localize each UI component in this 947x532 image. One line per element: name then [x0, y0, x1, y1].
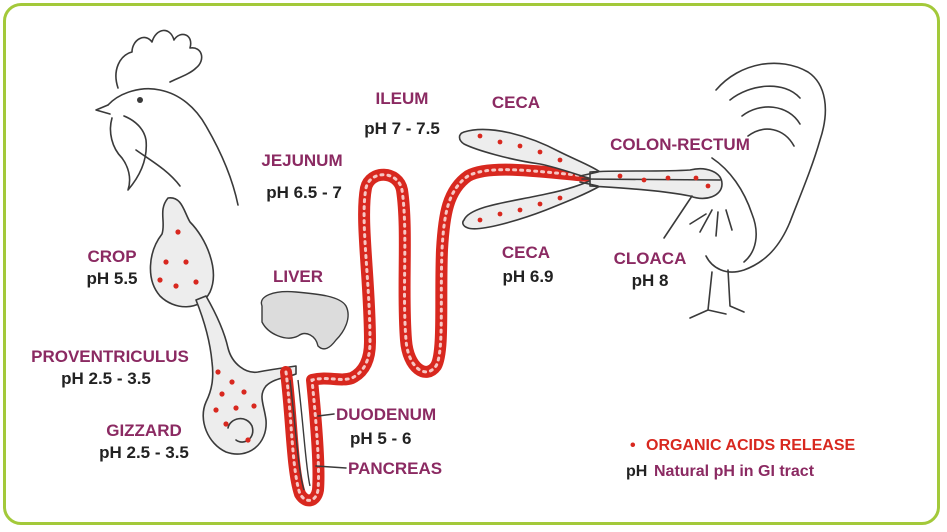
rooster-rear-drawing [689, 62, 827, 319]
cloaca-label: CLOACA [614, 249, 687, 268]
proventriculus-label: PROVENTRICULUS [31, 347, 189, 366]
crop-label: CROP [87, 247, 136, 266]
liver-organ [260, 290, 349, 350]
legend-dot-symbol: • [630, 437, 636, 454]
legend-ph-label: Natural pH in GI tract [654, 463, 815, 480]
jejunum-ph: pH 6.5 - 7 [266, 183, 342, 202]
small-intestine [280, 163, 594, 507]
duodenum-label: DUODENUM [336, 405, 436, 424]
proventriculus-ph: pH 2.5 - 3.5 [61, 369, 151, 388]
ceca-bottom-label: CECA [502, 243, 550, 262]
pancreas-label: PANCREAS [348, 459, 442, 478]
liver-label: LIVER [273, 267, 323, 286]
ileum-label: ILEUM [376, 89, 429, 108]
jejunum-label: JEJUNUM [261, 151, 342, 170]
ceca-bottom-ph: pH 6.9 [502, 267, 553, 286]
pancreas-leader [315, 465, 347, 469]
cloaca-ph: pH 8 [632, 271, 669, 290]
legend: • ORGANIC ACIDS RELEASE pH Natural pH in… [626, 437, 856, 480]
duodenum-ph: pH 5 - 6 [350, 429, 411, 448]
legend-ph-symbol: pH [626, 463, 647, 480]
gizzard-ph: pH 2.5 - 3.5 [99, 443, 189, 462]
ileum-ph: pH 7 - 7.5 [364, 119, 440, 138]
rooster-head-drawing [95, 29, 239, 206]
proventriculus-gizzard-organ [195, 295, 297, 455]
crop-organ [149, 197, 215, 308]
gizzard-label: GIZZARD [106, 421, 182, 440]
colon-rectum-label: COLON-RECTUM [610, 135, 750, 154]
ceca-colon-organ [458, 128, 723, 239]
ceca-top-label: CECA [492, 93, 540, 112]
legend-dot-label: ORGANIC ACIDS RELEASE [646, 437, 856, 454]
duodenum-leader [317, 413, 335, 417]
crop-ph: pH 5.5 [86, 269, 137, 288]
